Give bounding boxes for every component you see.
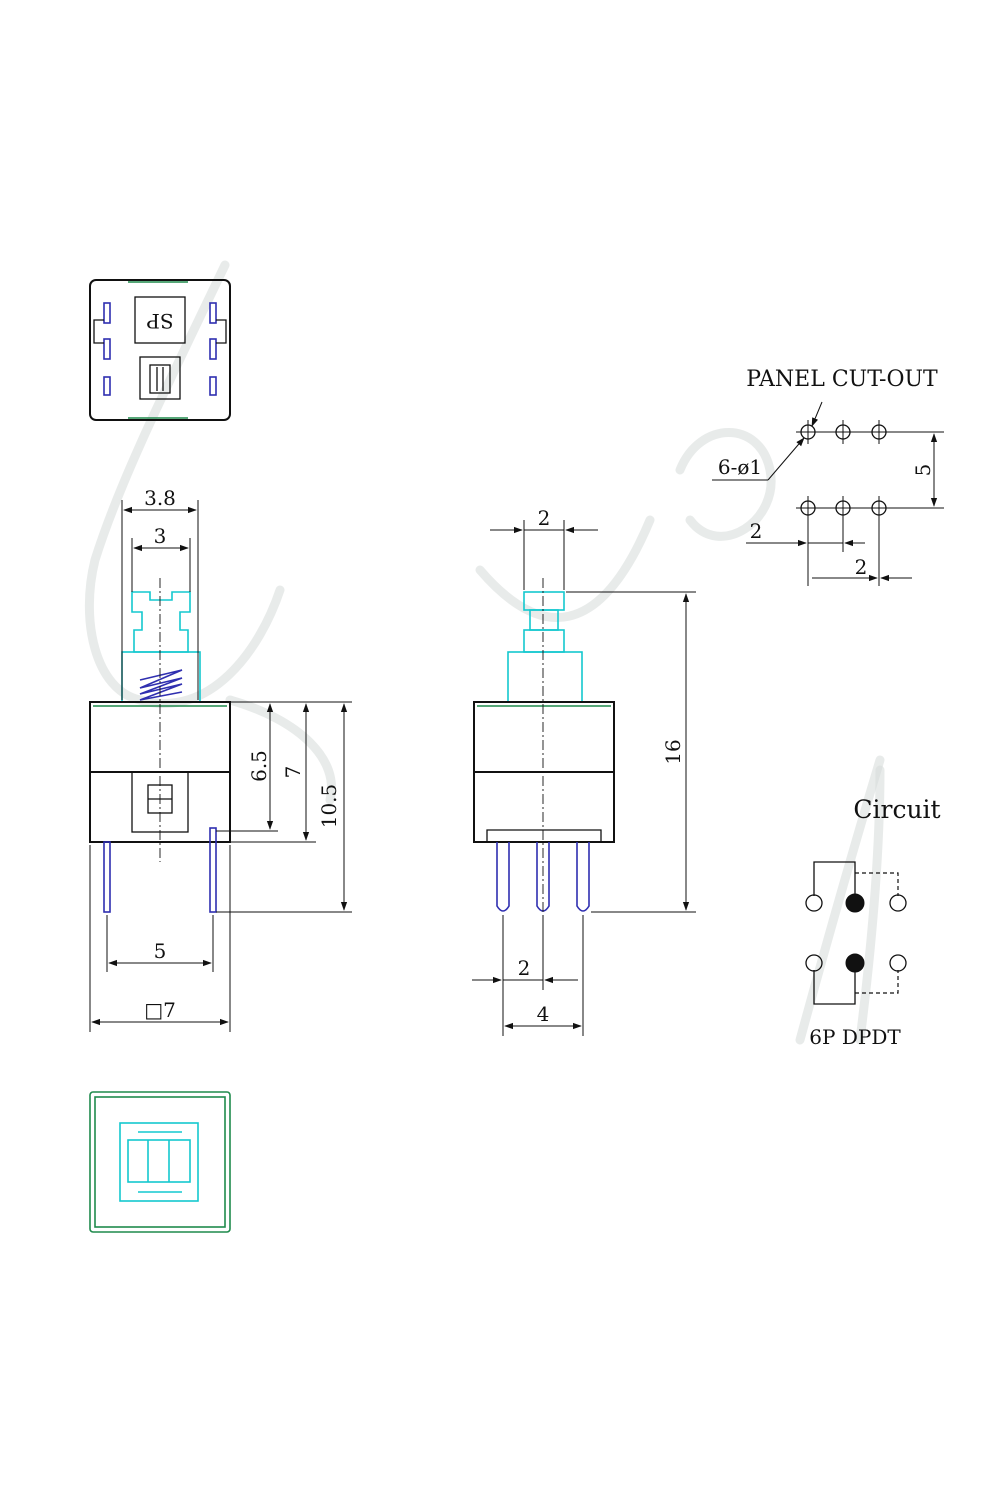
dim-pitch: 2 [855,555,868,579]
dim-pin-span: 4 [537,1002,550,1026]
dim-pin-spacing: 5 [154,939,167,963]
switch-label-sp: SP [146,309,173,333]
dim-width-inner: 3 [154,524,167,548]
dim-total-height: 16 [661,739,685,764]
front-view: 3.8 3 6.5 7 10.5 5 □7 [89,486,352,1032]
hole-label: 6-ø1 [718,455,762,479]
panel-cutout: PANEL CUT-OUT 6-ø1 5 [712,367,944,586]
watermark [84,260,885,1045]
dim-pin-pitch: 2 [518,956,531,980]
circuit-contacts [805,893,907,973]
cutout-holes [796,420,891,520]
dim-height-1: 6.5 [247,750,271,782]
side-view: 2 16 2 4 [472,506,696,1036]
dim-height-2: 7 [281,766,305,779]
circuit-diagram: Circuit 6P DPDT [805,795,941,1049]
circuit-title: Circuit [853,795,940,824]
top-view: SP [89,279,231,421]
bottom-view [89,1091,231,1233]
dim-height-3: 10.5 [317,784,341,829]
panel-cutout-title: PANEL CUT-OUT [746,367,938,392]
dim-width-outer: 3.8 [144,486,176,510]
circuit-caption: 6P DPDT [809,1025,901,1049]
dim-offset: 2 [750,519,763,543]
dim-row-spacing: 5 [911,464,935,477]
dim-body-square: □7 [144,998,176,1022]
dim-button-width: 2 [538,506,551,530]
